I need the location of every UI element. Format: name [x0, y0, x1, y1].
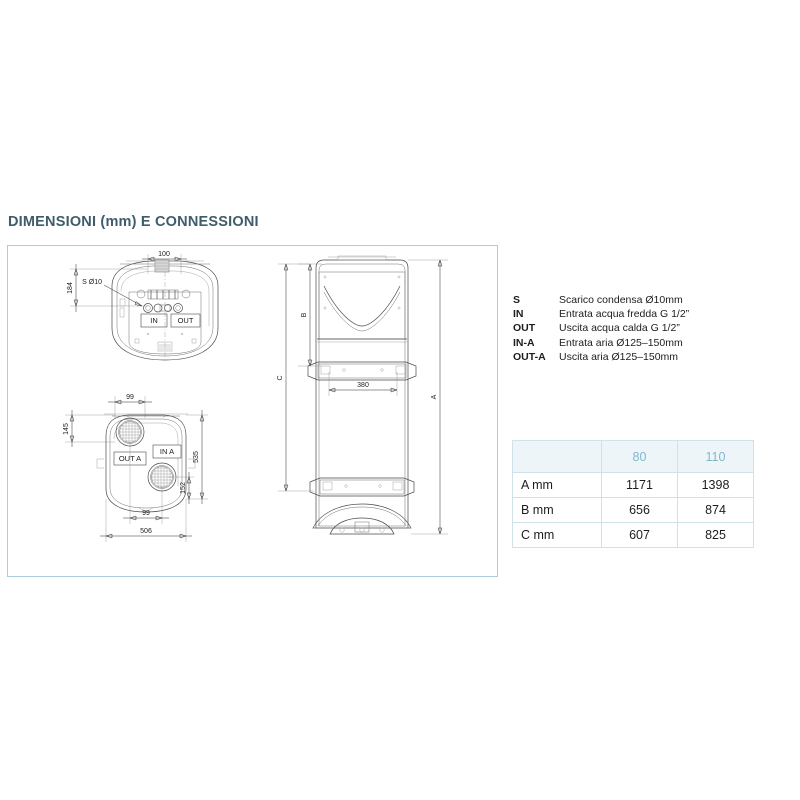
legend-item: OUT Uscita acqua calda G 1/2” [513, 321, 763, 335]
dim-bottom-right-total: 535 [193, 451, 200, 463]
legend-code: OUT-A [513, 350, 546, 363]
callout-drain-label: S Ø10 [82, 279, 102, 286]
legend-description: Uscita acqua calda G 1/2” [559, 322, 680, 335]
upper-mounting-bracket [307, 361, 417, 381]
table-header-row: 80 110 [512, 440, 754, 473]
dim-bottom-total: 506 [140, 528, 152, 535]
table-row-label: B mm [512, 497, 602, 523]
table-corner-cell [512, 440, 602, 473]
port-in-top-label: IN [150, 316, 158, 325]
legend-code: OUT [513, 322, 536, 335]
table-row: B mm 656 874 [512, 497, 754, 523]
dim-top-depth: 184 [67, 282, 74, 294]
lower-mounting-bracket [309, 477, 415, 497]
port-in-air: IN A [152, 444, 182, 459]
duct-out-air [115, 417, 145, 447]
port-out-top-label: OUT [178, 316, 194, 325]
legend-description: Entrata aria Ø125–150mm [559, 336, 683, 349]
dim-bottom-left: 145 [63, 423, 70, 435]
drawing-frame: 100 184 [7, 245, 498, 577]
table-column-header: 80 [601, 440, 678, 473]
legend-code: IN [513, 308, 524, 321]
front-view-drawing: 380 [277, 255, 448, 535]
dim-front-c: C [277, 375, 284, 380]
dim-top-width: 100 [158, 251, 170, 258]
table-column-header: 110 [677, 440, 754, 473]
dimensions-table: 80 110 A mm 1171 1398 B mm 656 874 C mm … [512, 440, 754, 548]
port-in-top: IN [140, 313, 168, 328]
legend-description: Uscita aria Ø125–150mm [559, 350, 679, 363]
bottom-view-drawing: 99 145 [63, 394, 208, 542]
legend-item: IN-A Entrata aria Ø125–150mm [513, 336, 763, 350]
table-row: A mm 1171 1398 [512, 472, 754, 498]
table-row-label: A mm [512, 472, 602, 498]
legend-item: S Scarico condensa Ø10mm [513, 293, 763, 307]
legend-description: Entrata acqua fredda G 1/2” [559, 308, 690, 321]
duct-in-air [147, 462, 177, 492]
dim-bracket-width: 380 [357, 382, 369, 389]
dim-bottom-right-lower: 152 [180, 482, 187, 494]
table-cell-value: 656 [601, 497, 678, 523]
table-cell-value: 825 [677, 522, 754, 548]
table-row-label: C mm [512, 522, 602, 548]
table-cell-value: 607 [601, 522, 678, 548]
dim-front-a: A [431, 394, 438, 399]
table-cell-value: 874 [677, 497, 754, 523]
table-cell-value: 1171 [601, 472, 678, 498]
dim-front-b: B [301, 312, 308, 317]
terminal-strip [136, 289, 191, 300]
legend-description: Scarico condensa Ø10mm [559, 294, 683, 306]
water-connections [143, 303, 183, 313]
table-row: C mm 607 825 [512, 522, 754, 548]
port-out-top: OUT [170, 313, 201, 328]
legend-item: OUT-A Uscita aria Ø125–150mm [513, 350, 763, 364]
page-title: DIMENSIONI (mm) E CONNESSIONI [8, 214, 259, 230]
top-view-drawing: 100 184 [67, 251, 219, 361]
legend-item: IN Entrata acqua fredda G 1/2” [513, 307, 763, 321]
legend-code: IN-A [513, 336, 535, 349]
connections-legend: S Scarico condensa Ø10mm IN Entrata acqu… [513, 293, 763, 364]
port-in-air-label: IN A [160, 447, 174, 456]
dim-bottom-top: 99 [126, 394, 134, 401]
legend-code: S [513, 294, 521, 306]
dim-bottom-inner: 99 [142, 510, 150, 517]
table-cell-value: 1398 [677, 472, 754, 498]
technical-drawings: 100 184 [63, 251, 448, 542]
